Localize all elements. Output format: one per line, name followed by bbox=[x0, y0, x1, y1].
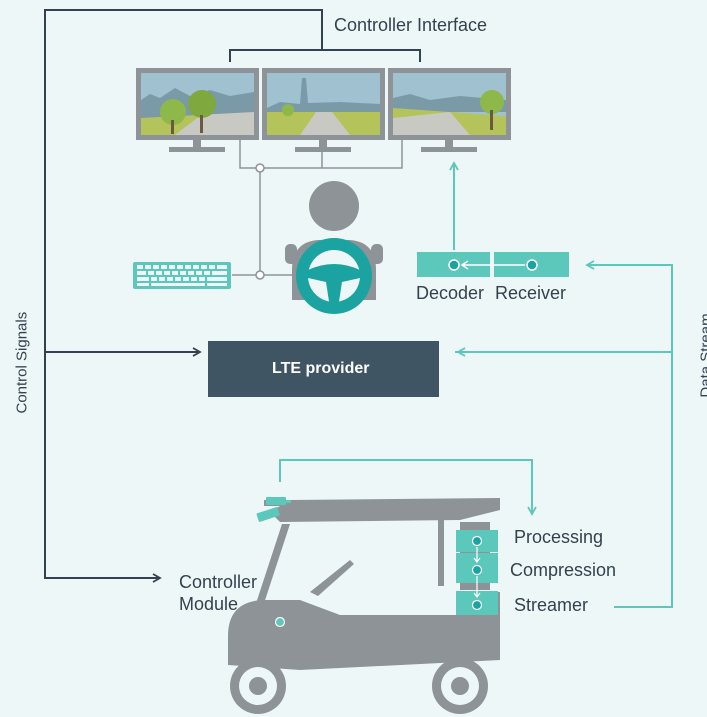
monitor-center bbox=[262, 68, 385, 152]
lte-provider-box bbox=[208, 341, 439, 397]
wire-junction-bottom bbox=[255, 270, 265, 280]
streamer-node bbox=[471, 599, 483, 611]
keyboard-icon bbox=[133, 262, 231, 289]
data-stream-to-receiver-arrow bbox=[455, 260, 673, 353]
camera-to-processing-arrow bbox=[279, 459, 537, 516]
monitor-left bbox=[136, 68, 259, 152]
receiver-label: Receiver bbox=[495, 283, 567, 303]
streamer-to-lte-arrow bbox=[614, 352, 673, 608]
compression-node bbox=[471, 564, 483, 576]
receiver-node bbox=[526, 259, 538, 271]
processing-to-compression-arrow bbox=[473, 547, 481, 563]
monitors-bracket bbox=[229, 49, 421, 62]
camera-icon bbox=[256, 497, 291, 522]
monitor-right bbox=[388, 68, 511, 152]
golf-cart-icon bbox=[228, 498, 500, 714]
decoder-node bbox=[448, 259, 460, 271]
lte-to-controller-module-arrow bbox=[44, 351, 200, 583]
wire-junction-top bbox=[255, 163, 265, 173]
steering-wheel-icon bbox=[296, 238, 372, 314]
controller-module-label-line2: Module bbox=[179, 594, 239, 614]
control-signals-upper-line bbox=[44, 9, 323, 352]
receiver-to-decoder-arrowhead bbox=[460, 260, 469, 270]
controller-module-label-line1: Controller bbox=[179, 572, 258, 592]
processing-label: Processing bbox=[514, 527, 604, 547]
streamer-label: Streamer bbox=[514, 595, 589, 615]
compression-to-streamer-arrow bbox=[473, 576, 481, 598]
data-stream-label: Data Stream bbox=[697, 313, 707, 398]
processing-node bbox=[471, 535, 483, 547]
compression-label: Compression bbox=[510, 560, 617, 580]
monitor-wires bbox=[232, 140, 403, 276]
decoder-label: Decoder bbox=[416, 283, 485, 303]
control-signals-label: Control Signals bbox=[13, 311, 31, 414]
controller-interface-label: Controller Interface bbox=[334, 15, 488, 35]
lte-provider-label: LTE provider bbox=[272, 360, 370, 377]
